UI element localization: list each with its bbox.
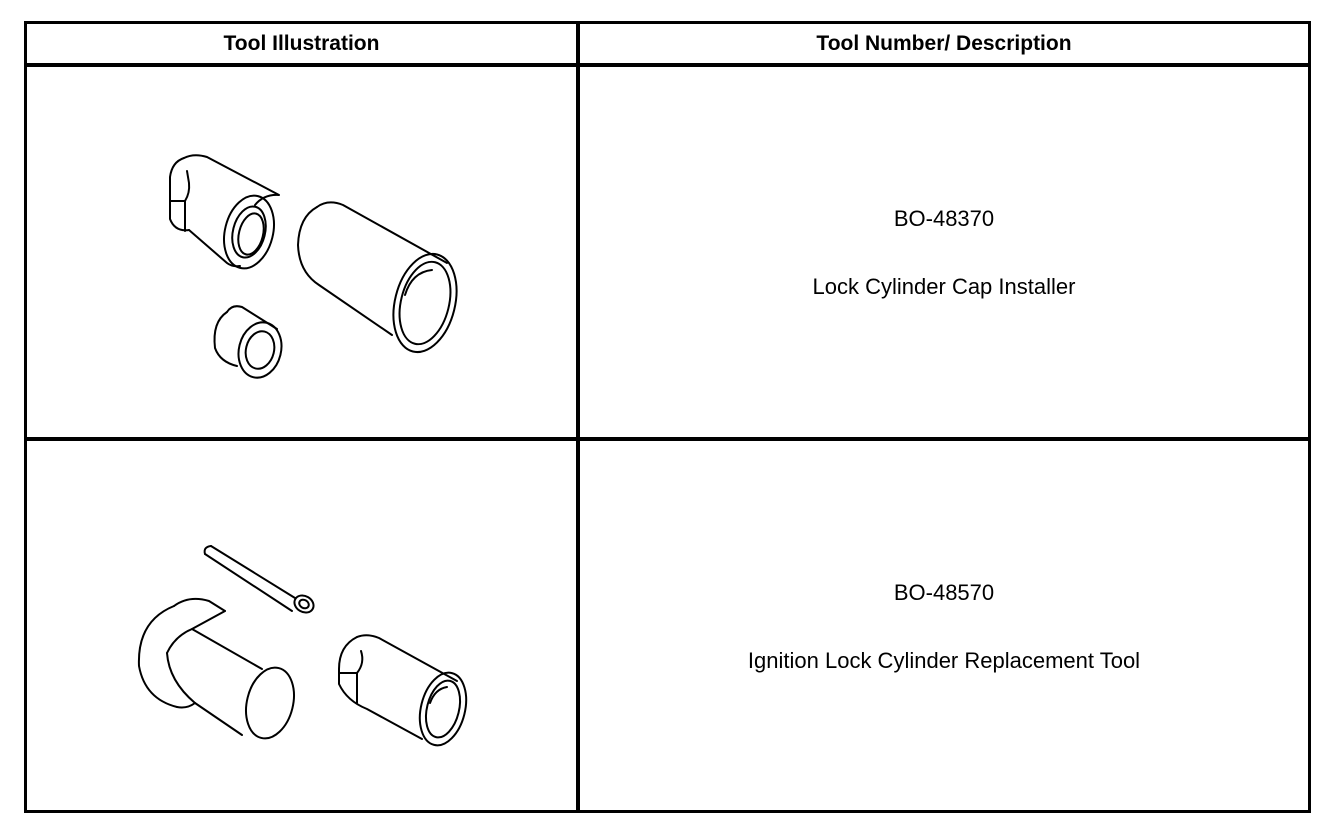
replacement-tool-drawing [137,545,468,747]
pin [203,545,315,614]
tool-number: BO-48570 [893,580,995,605]
large-sleeve [297,201,458,354]
header-divider [27,63,1308,67]
tool-description-1: BO-48370 Lock Cylinder Cap Installer [580,206,1308,300]
tool-name: Ignition Lock Cylinder Replacement Tool [747,648,1141,673]
cap-installer-drawing [169,154,458,379]
tool-table: Tool Illustration Tool Number/ Descripti… [24,21,1311,813]
row-divider [27,437,1308,441]
tool-illustration-replacement-tool [27,441,576,810]
tool-name: Lock Cylinder Cap Installer [812,274,1076,299]
slotted-sleeve [169,154,280,270]
tool-description-2: BO-48570 Ignition Lock Cylinder Replacem… [580,580,1308,674]
header-tool-illustration: Tool Illustration [223,31,380,55]
replacement-sleeve [338,634,468,747]
tool-illustration-cap-installer [27,67,576,437]
column-divider [576,24,580,810]
tool-number: BO-48370 [893,206,995,231]
header-tool-description: Tool Number/ Description [816,31,1072,55]
small-ring [213,305,283,379]
stepped-driver [137,597,295,740]
